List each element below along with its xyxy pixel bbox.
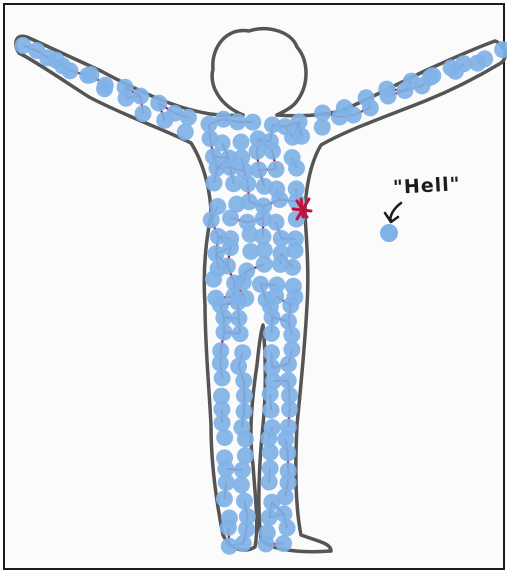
cell-dot (238, 521, 255, 538)
cell-dot (279, 519, 296, 536)
cell-dot (267, 214, 284, 231)
cell-dot (236, 403, 253, 420)
cell-dot (222, 159, 239, 176)
cell-dot (378, 81, 395, 98)
cell-dot (262, 386, 279, 403)
cell-dot (229, 294, 246, 311)
cell-dot (241, 193, 258, 210)
cell-dot (288, 160, 305, 177)
cell-dot (252, 276, 269, 293)
cell-dot (132, 88, 149, 105)
cell-dot (236, 493, 253, 510)
cell-dot (200, 116, 217, 133)
cell-dot (280, 474, 297, 491)
cell-dot (216, 429, 233, 446)
cell-dot (177, 123, 194, 140)
cell-dot (244, 114, 261, 131)
hell-annotation-label: "Hell" (392, 173, 461, 199)
cell-dot (96, 80, 113, 97)
cell-dot (264, 309, 281, 326)
cell-dot (221, 538, 238, 555)
cell-dot (279, 444, 296, 461)
cell-dot (293, 128, 310, 145)
cell-dot (287, 242, 304, 259)
cell-dot (257, 535, 274, 552)
cell-dot (229, 113, 246, 130)
cell-dot (214, 369, 231, 386)
cell-dot (275, 535, 292, 552)
cell-dot (239, 175, 256, 192)
cell-dot (234, 462, 251, 479)
cell-dot (150, 95, 167, 112)
cell-dot (235, 372, 252, 389)
cell-dot (469, 55, 486, 72)
cell-dot (275, 505, 292, 522)
cell-dot (283, 341, 300, 358)
drawing-canvas (5, 5, 507, 572)
cell-dot (79, 67, 96, 84)
cell-dot (282, 297, 299, 314)
cell-dot (205, 271, 222, 288)
cell-dot (135, 105, 152, 122)
cell-dot (236, 387, 253, 404)
cell-dot (280, 356, 297, 373)
cell-dot (118, 90, 135, 107)
cell-dot (263, 325, 280, 342)
cell-dot (216, 324, 233, 341)
cell-dot (261, 509, 278, 526)
illustration-frame: "Hell" (3, 3, 505, 570)
cell-dot (54, 57, 71, 74)
cell-dot (447, 63, 464, 80)
cell-dot (268, 161, 285, 178)
cell-dot (180, 109, 197, 126)
cell-dot (403, 73, 420, 90)
cell-dot (220, 519, 237, 536)
cell-dot (262, 444, 279, 461)
cell-dot (215, 111, 232, 128)
cell-dot (494, 41, 507, 58)
cell-dot (264, 143, 281, 160)
cell-dot (212, 355, 229, 372)
cell-dot (250, 161, 267, 178)
cell-dot (314, 104, 331, 121)
cell-dot (281, 401, 298, 418)
cell-dot (263, 344, 280, 361)
cell-dot (214, 414, 231, 431)
cell-dot (222, 239, 239, 256)
head-outline (212, 29, 306, 115)
isolated-cell (380, 224, 398, 242)
cell-dot (232, 325, 249, 342)
cell-dot (256, 256, 273, 273)
cell-dot (263, 402, 280, 419)
cell-dot (291, 113, 308, 130)
cell-dot (284, 259, 301, 276)
cell-dot (422, 69, 439, 86)
cell-dot (235, 274, 252, 291)
cell-dot (280, 372, 297, 389)
cell-dot (203, 211, 220, 228)
cell-dot (237, 431, 254, 448)
cell-dot (233, 133, 250, 150)
cell-dot (215, 309, 232, 326)
curved-arrow-icon (385, 203, 401, 222)
cell-dot (261, 474, 278, 491)
cell-dot (219, 257, 236, 274)
cell-dot (233, 476, 250, 493)
cell-dot (39, 49, 56, 66)
cell-dot (222, 210, 239, 227)
cell-dot (218, 474, 235, 491)
cell-dot (216, 490, 233, 507)
cell-dot (249, 143, 266, 160)
cell-dot (205, 175, 222, 192)
cell-dot (237, 447, 254, 464)
cell-dot (277, 489, 294, 506)
cell-dot (336, 99, 353, 116)
cell-dot (358, 89, 375, 106)
cell-dot (230, 310, 247, 327)
cell-dot (271, 191, 288, 208)
cell-dot (156, 112, 173, 129)
cell-dot (235, 535, 252, 552)
cell-dot (283, 326, 300, 343)
